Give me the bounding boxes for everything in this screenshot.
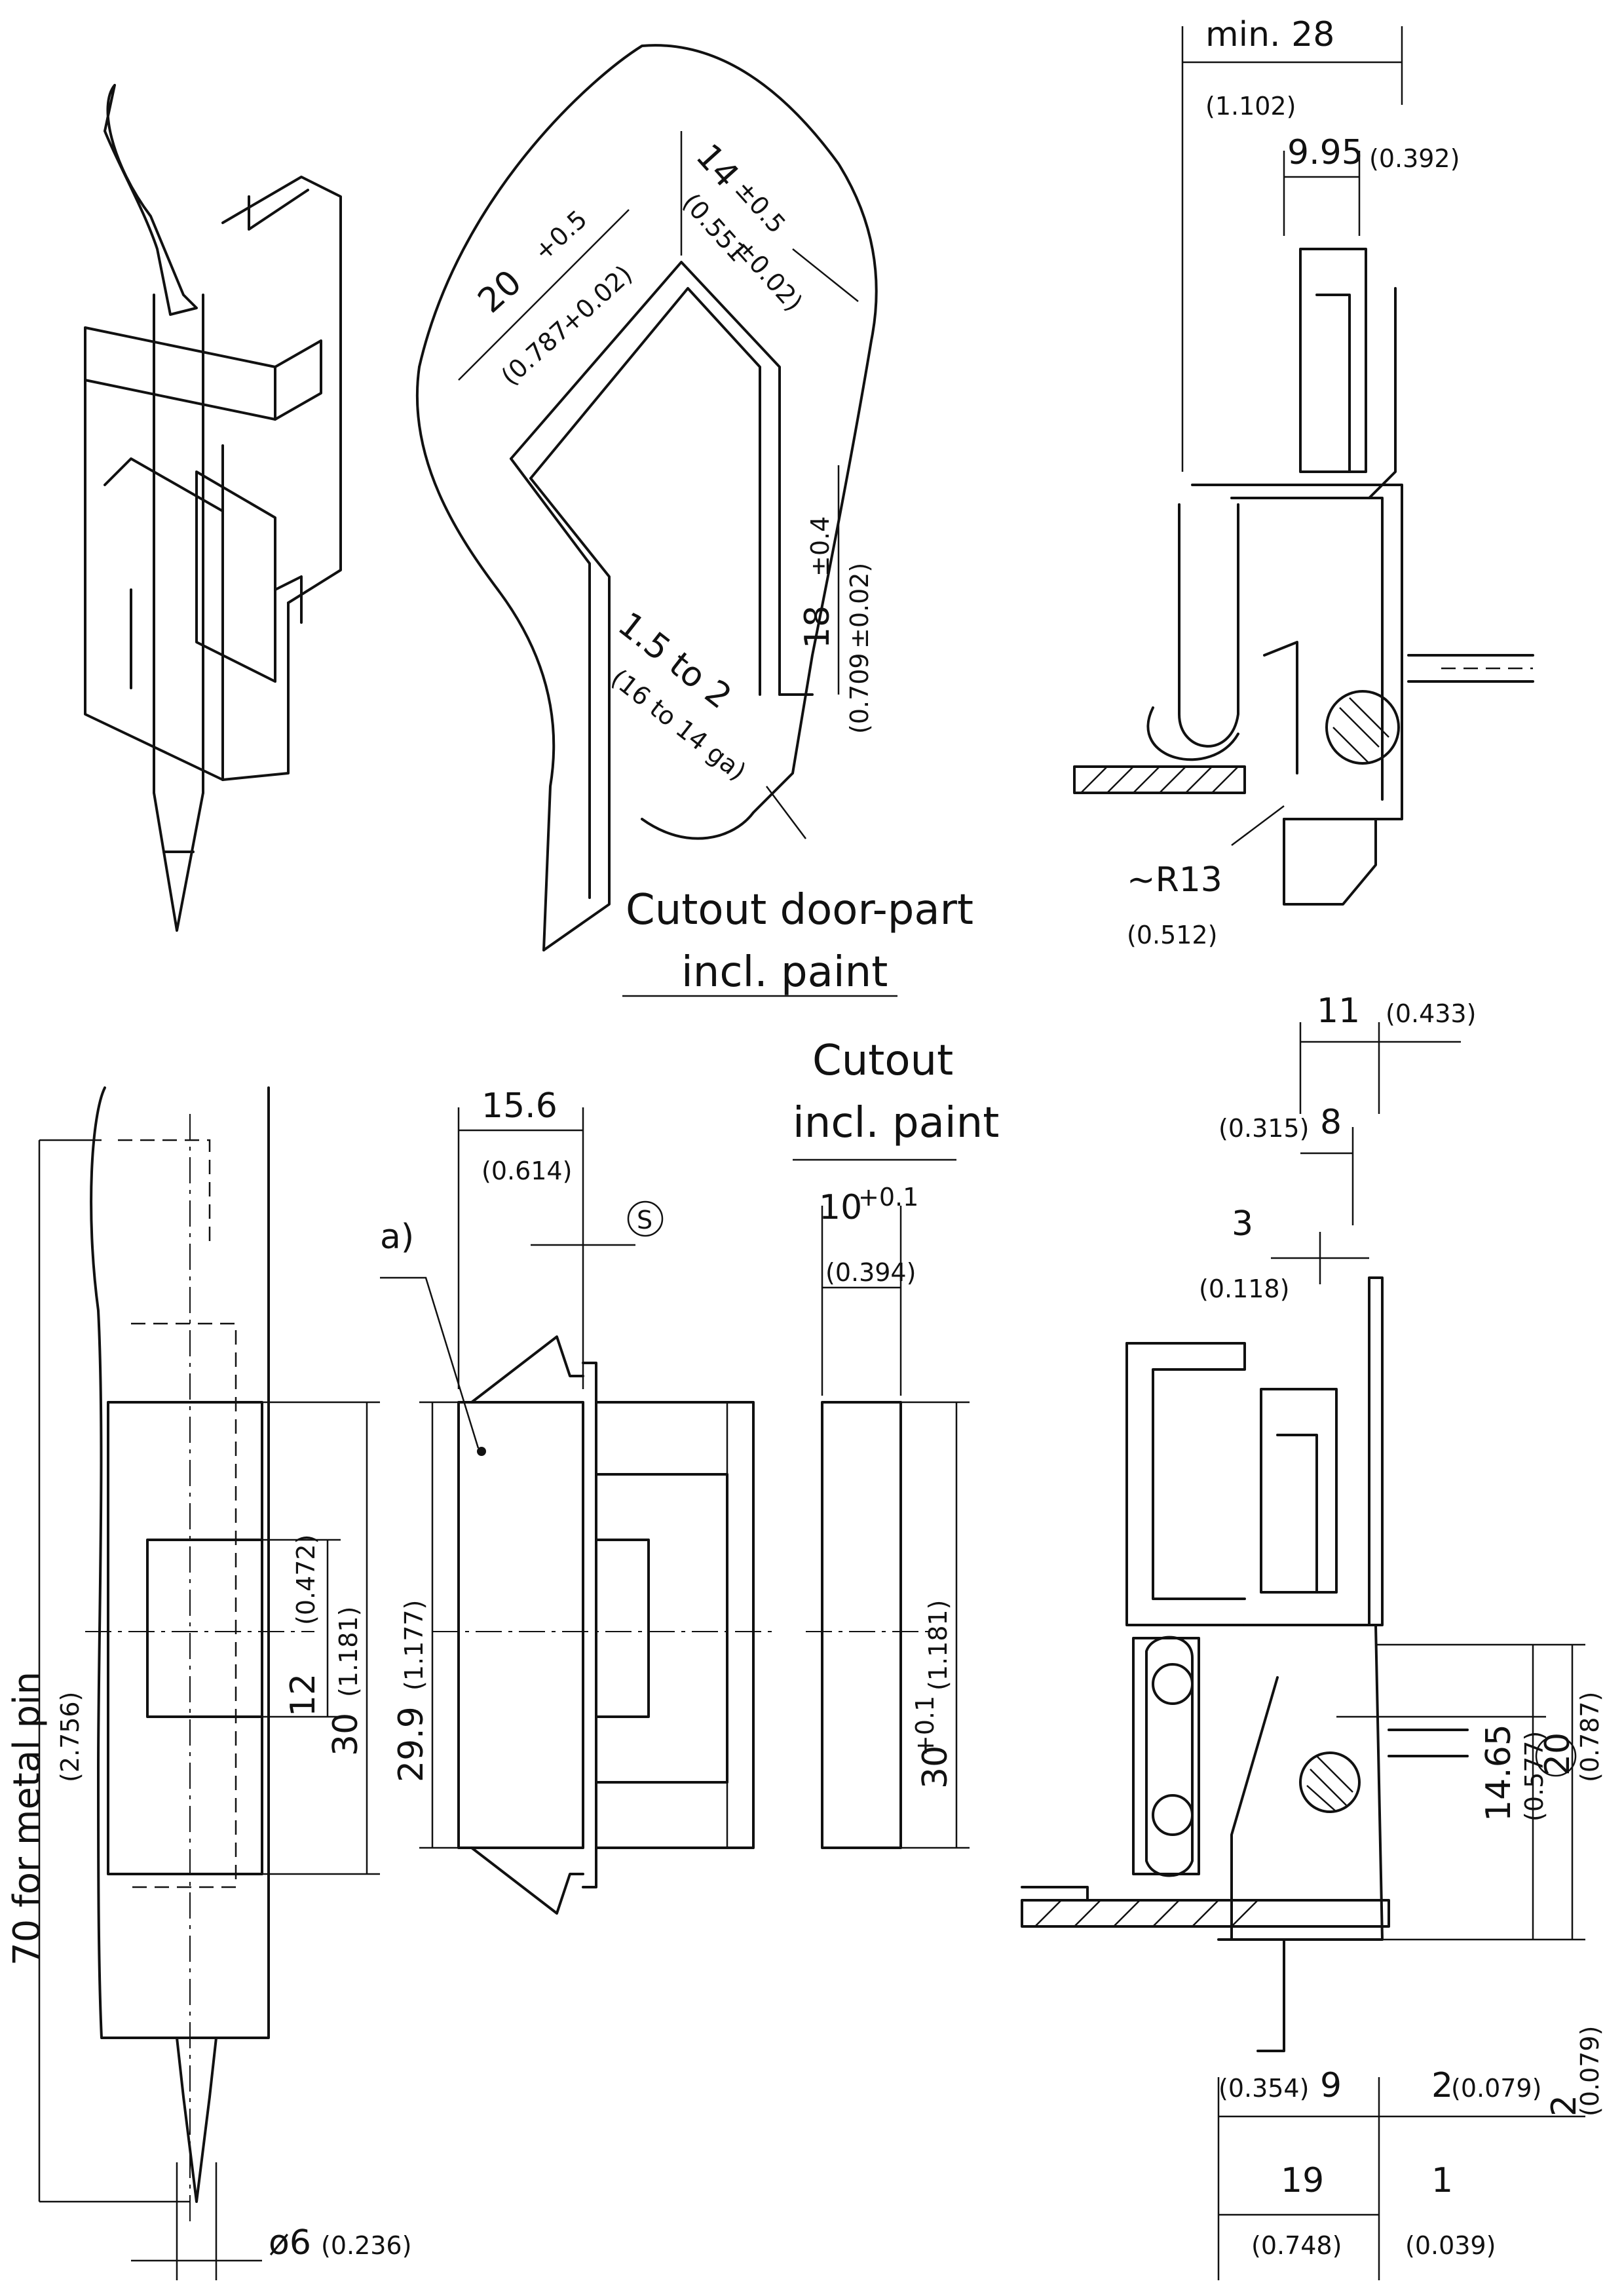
dim-6: ø6	[269, 2223, 311, 2263]
dim-min28: min. 28	[1205, 15, 1334, 54]
dim-15-6: 15.6	[482, 1086, 557, 1126]
dim-2-vertical: 2	[1545, 2095, 1584, 2116]
dim-29-9-inch: (1.177)	[400, 1600, 428, 1691]
dim-19-inch: (0.748)	[1251, 2231, 1342, 2260]
dim-11: 11	[1317, 991, 1360, 1031]
dim-2-horizontal: 2	[1431, 2066, 1453, 2105]
dim-18: 18	[798, 605, 837, 649]
dim-9-95-inch: (0.392)	[1369, 144, 1460, 173]
dim-30-inch: (1.181)	[334, 1607, 363, 1697]
dim-8: 8	[1320, 1103, 1342, 1142]
dim-9-95: 9.95	[1287, 133, 1363, 172]
dim-18-inch-tol: ±0.02)	[845, 563, 874, 649]
dim-30: 30	[326, 1713, 366, 1756]
dim-18-inch: (0.709	[845, 653, 874, 734]
cutout-door-label-line1: Cutout door-part	[626, 886, 973, 934]
dim-20: 20	[471, 263, 529, 321]
dim-8-inch: (0.315)	[1218, 1114, 1309, 1143]
dim-10: 10	[819, 1188, 862, 1227]
s-marker: S	[637, 1206, 652, 1234]
dim-2-vertical-inch: (0.079)	[1576, 2026, 1604, 2116]
dim-18-tol: ±0.4	[806, 516, 835, 577]
hinge-side-view: 15.6 (0.614) S a) 29.9 (1.177)	[380, 1086, 773, 1915]
note-a: a)	[380, 1217, 414, 1257]
dim-70-inch: (2.756)	[56, 1692, 85, 1782]
dim-70-metal-pin: 70 for metal pin	[6, 1672, 48, 1966]
dim-14-65-inch: (0.577)	[1520, 1731, 1549, 1822]
dim-30-cutout-inch: (1.181)	[924, 1600, 953, 1691]
isometric-hinge-view	[84, 84, 342, 932]
dim-9-inch: (0.354)	[1218, 2074, 1309, 2103]
dim-20-section-inch: (0.787)	[1576, 1692, 1604, 1782]
dim-1-inch: (0.039)	[1405, 2231, 1496, 2260]
note-a-dot	[477, 1447, 486, 1456]
dim-3-inch: (0.118)	[1199, 1274, 1289, 1303]
cutout-label-line2: incl. paint	[793, 1099, 999, 1147]
door-cutout-view: 20 +0.5 (0.787 +0.02) 14 ±0.5 (0.551 ±0.…	[415, 44, 973, 997]
hinge-front-view: 70 for metal pin (2.756) 12 (0.472) 30 (…	[6, 1086, 411, 2280]
dim-20-section: 20	[1538, 1732, 1577, 1776]
dim-20-tol: +0.5	[529, 204, 593, 266]
hinge-section-bottom: 11 (0.433) 8 (0.315) 3 (0.118) 14.65 (0.…	[1021, 991, 1604, 2280]
dim-r13: ~R13	[1127, 860, 1222, 900]
dim-6-inch: (0.236)	[321, 2231, 411, 2260]
dim-10-inch: (0.394)	[825, 1258, 916, 1287]
dim-12: 12	[284, 1674, 323, 1717]
cutout-label-line1: Cutout	[812, 1037, 953, 1085]
cutout-view: Cutout incl. paint 10 +0.1 (0.394) 30 +0…	[793, 1037, 999, 1849]
cutout-door-label-line2: incl. paint	[681, 948, 888, 997]
dim-9: 9	[1320, 2066, 1342, 2105]
dim-11-inch: (0.433)	[1386, 999, 1476, 1028]
dim-29-9: 29.9	[392, 1706, 431, 1782]
dim-1: 1	[1431, 2161, 1453, 2200]
hinge-section-top: min. 28 (1.102) 9.95 (0.392) ~R13 (0.512…	[1073, 15, 1534, 949]
dim-15-6-inch: (0.614)	[482, 1157, 572, 1185]
dim-14-tol: ±0.5	[729, 175, 791, 239]
dim-30-cutout: 30	[916, 1746, 955, 1789]
dim-14-65: 14.65	[1479, 1724, 1519, 1822]
dim-30-cutout-tol: +0.1	[911, 1696, 939, 1756]
dim-12-inch: (0.472)	[292, 1535, 320, 1625]
dim-3: 3	[1232, 1204, 1253, 1244]
dim-14-inch-tol: ±0.02)	[729, 234, 808, 317]
dim-r13-inch: (0.512)	[1127, 921, 1217, 949]
dim-min28-inch: (1.102)	[1205, 92, 1296, 121]
dim-2-horizontal-inch: (0.079)	[1451, 2074, 1541, 2103]
dim-19: 19	[1281, 2161, 1324, 2200]
dim-10-tol: +0.1	[858, 1183, 918, 1212]
